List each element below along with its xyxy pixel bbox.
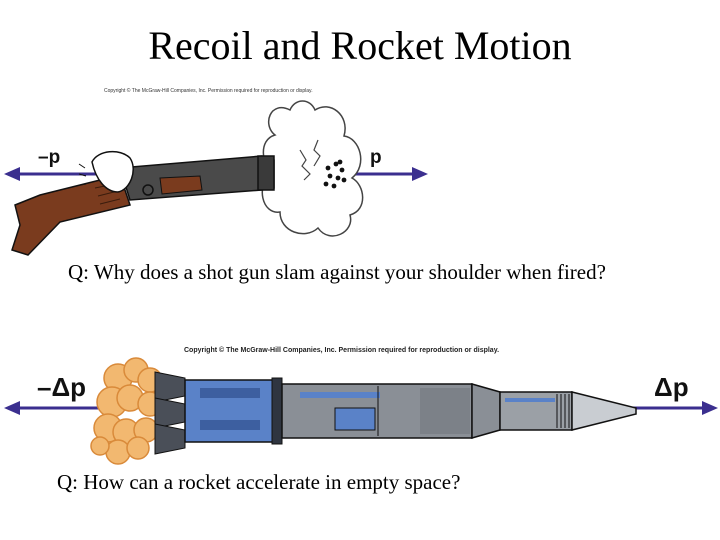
rocket-nose-cone — [571, 391, 637, 431]
exhaust-momentum-arrow — [4, 401, 100, 415]
question-shotgun: Q: Why does a shot gun slam against your… — [68, 260, 606, 284]
slide-title: Recoil and Rocket Motion — [148, 23, 572, 68]
exhaust-flames — [90, 357, 163, 465]
rocket-copyright: Copyright © The McGraw-Hill Companies, I… — [184, 347, 500, 354]
smoke-cloud — [261, 100, 364, 237]
exhaust-momentum-label: –Δp — [37, 372, 87, 402]
rocket-nozzles — [154, 371, 186, 455]
rocket-first-stage — [184, 377, 283, 445]
rocket-momentum-label: Δp — [654, 372, 689, 402]
shotgun-copyright: Copyright © The McGraw-Hill Companies, I… — [104, 88, 313, 94]
rocket-momentum-arrow — [632, 401, 718, 415]
hand — [91, 150, 134, 193]
recoil-momentum-arrow — [4, 167, 98, 181]
shot-momentum-label: p — [370, 147, 382, 168]
rocket-body — [281, 383, 637, 439]
question-rocket: Q: How can a rocket accelerate in empty … — [57, 470, 461, 494]
shot-pellets — [323, 159, 347, 189]
shotgun — [11, 150, 275, 256]
recoil-momentum-label: –p — [38, 147, 61, 168]
